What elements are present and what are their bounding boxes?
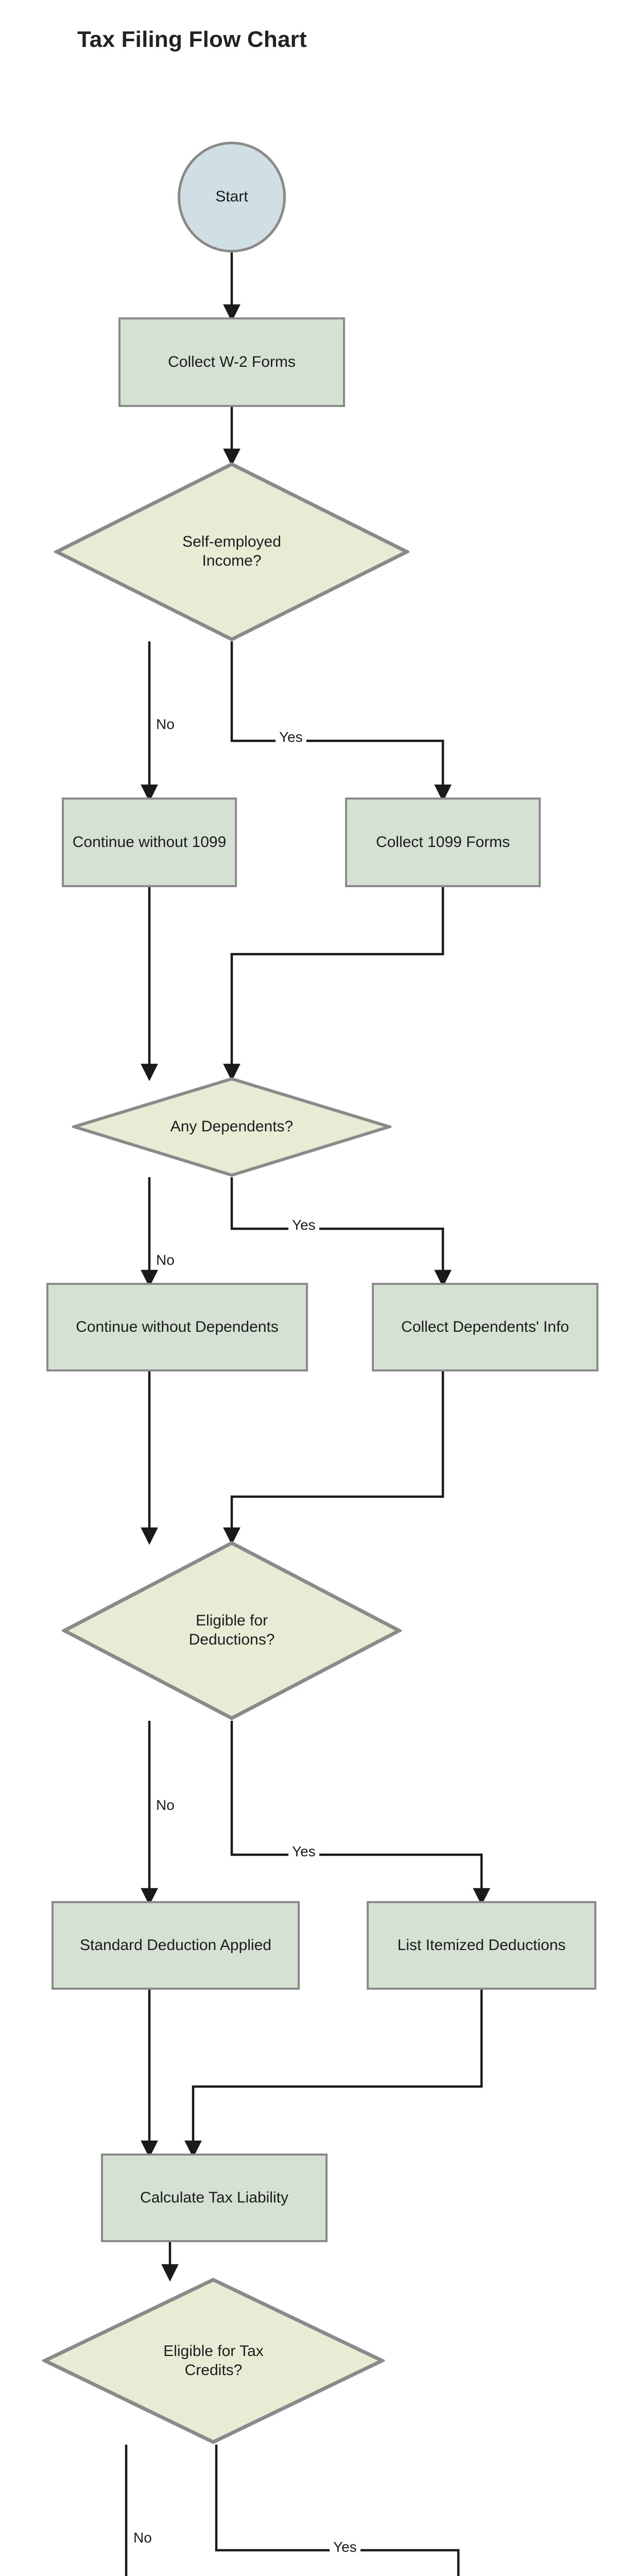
node-eligible-for-deductions[interactable]: Eligible for Deductions? [62,1540,402,1721]
node-any-dependents-label: Any Dependents? [170,1118,294,1136]
diamond-shape [42,2278,385,2444]
node-collect-1099-forms-label: Collect 1099 Forms [375,833,510,851]
node-eligible-for-deductions-label: Eligible for Deductions? [188,1612,275,1648]
node-list-itemized-deductions-label: List Itemized Deductions [397,1936,566,1954]
node-start-label: Start [215,188,248,206]
node-eligible-for-tax-credits-label: Eligible for Tax Credits? [163,2342,264,2379]
edge-label-eligible-deduct-yes: Yes [288,1843,319,1860]
node-continue-without-dependents[interactable]: Continue without Dependents [46,1283,308,1371]
edge-label-any-dependents-yes: Yes [288,1217,319,1233]
edge-eligible-credits-yes [215,2445,460,2576]
node-eligible-for-tax-credits[interactable]: Eligible for Tax Credits? [42,2277,385,2445]
diamond-shape [62,1541,402,1720]
edge-label-self-employed-no: No [152,716,178,733]
node-collect-dependents-info-label: Collect Dependents' Info [401,1318,569,1335]
edge-label-eligible-deduct-no: No [152,1797,178,1814]
node-standard-deduction-applied[interactable]: Standard Deduction Applied [52,1901,300,1990]
diamond-shape [72,1077,391,1177]
edge-self-employed-yes [230,641,452,802]
node-self-employed-income[interactable]: Self-employed Income? [54,462,409,642]
node-any-dependents[interactable]: Any Dependents? [72,1077,391,1177]
edge-label-eligible-credits-no: No [130,2530,156,2546]
node-collect-w2[interactable]: Collect W-2 Forms [118,317,345,407]
node-calculate-tax-liability-label: Calculate Tax Liability [140,2189,288,2206]
edge-dependents-info-to-eligible-deduct [223,1371,444,1545]
edge-label-any-dependents-no: No [152,1252,178,1268]
diamond-shape [54,462,409,641]
node-collect-dependents-info[interactable]: Collect Dependents' Info [372,1283,598,1371]
node-collect-1099-forms[interactable]: Collect 1099 Forms [345,798,541,887]
node-self-employed-income-label: Self-employed Income? [182,533,281,569]
edge-any-dependents-yes [230,1177,452,1287]
node-list-itemized-deductions[interactable]: List Itemized Deductions [367,1901,596,1990]
edge-label-self-employed-yes: Yes [276,729,306,745]
edge-eligible-deduct-yes [230,1721,490,1906]
node-calculate-tax-liability[interactable]: Calculate Tax Liability [101,2154,328,2242]
page-title: Tax Filing Flow Chart [77,27,307,52]
edge-itemized-deduct-to-calc [184,1990,483,2158]
node-standard-deduction-applied-label: Standard Deduction Applied [80,1936,271,1954]
node-continue-without-1099[interactable]: Continue without 1099 [62,798,237,887]
node-collect-w2-label: Collect W-2 Forms [168,353,296,370]
edge-label-eligible-credits-yes: Yes [330,2539,360,2555]
node-start[interactable]: Start [178,142,286,252]
node-continue-without-dependents-label: Continue without Dependents [76,1318,279,1335]
node-continue-without-1099-label: Continue without 1099 [72,833,227,851]
edge-collect-1099-to-any-dependents [223,887,444,1081]
